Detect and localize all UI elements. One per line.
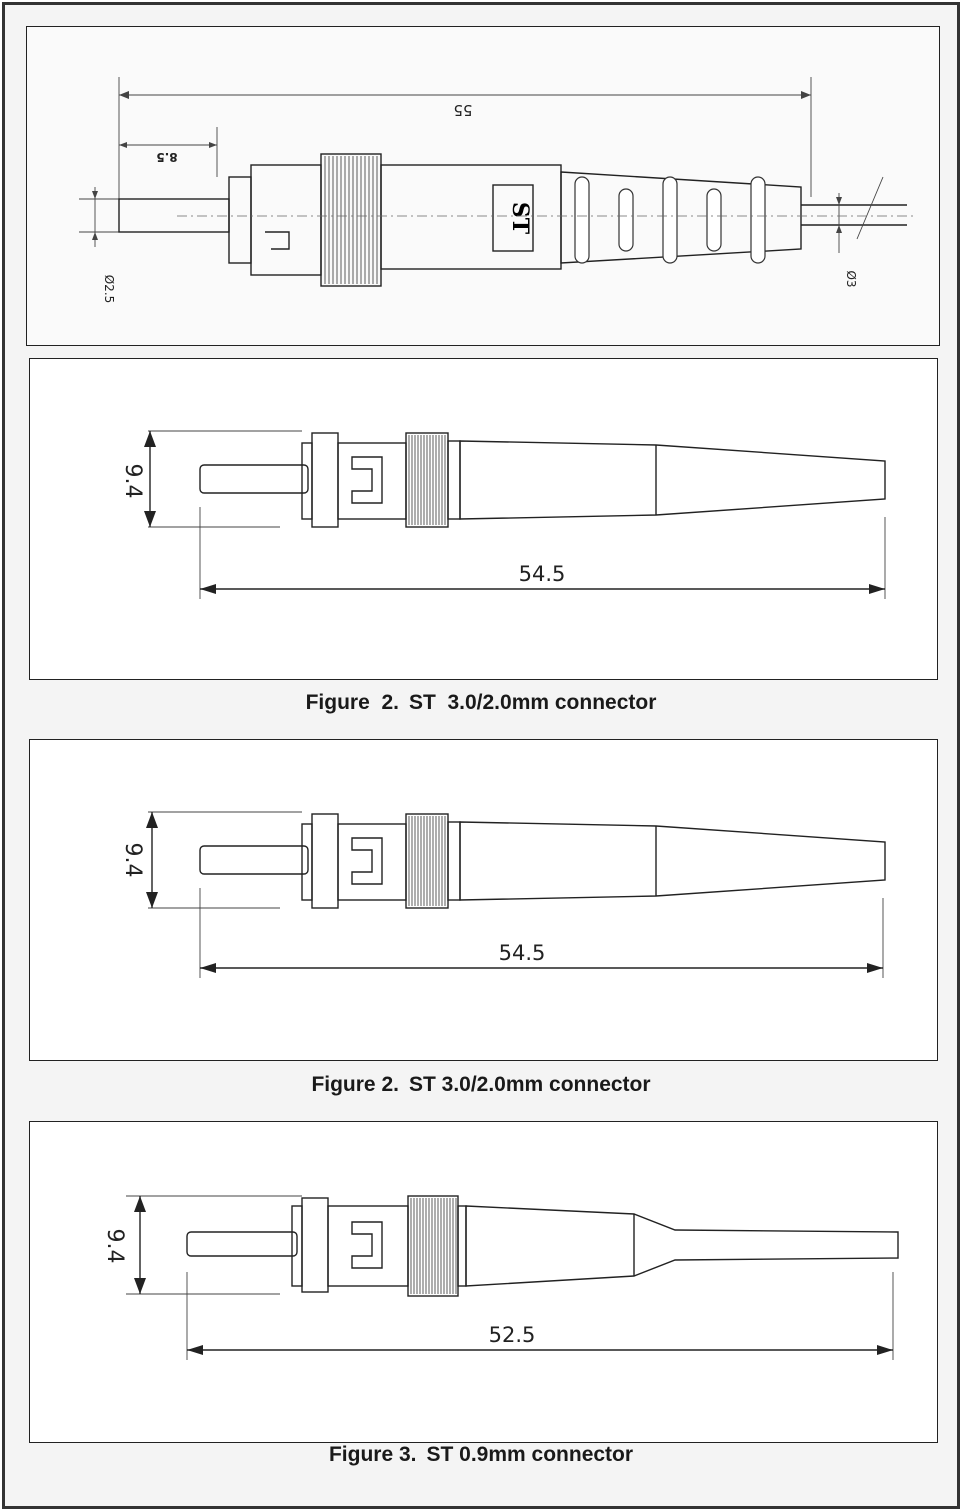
- figure2a-caption-figure: Figure 2.: [305, 691, 399, 714]
- figure1-body-label: ST: [507, 202, 533, 235]
- figure2a-caption-text: ST 3.0/2.0mm connector: [408, 691, 657, 714]
- figure3-connector: [186, 1195, 899, 1297]
- figure3-panel: 9.4 52.5: [29, 1121, 938, 1443]
- figure1-drawing: 55 8.5 Ø2.5 ST Ø3: [79, 77, 917, 304]
- figure2a-panel: 9.4 54.5: [29, 358, 938, 680]
- figure2b-caption: Figure 2. ST 3.0/2.0mm connector: [0, 1073, 962, 1097]
- figure2a-dim-height: 9.4: [120, 464, 145, 499]
- figure3-dim-height: 9.4: [102, 1229, 127, 1264]
- figure1-dim-diameter-left: Ø2.5: [102, 275, 116, 304]
- figure2a-connector: [199, 432, 886, 528]
- figure3-dim-length: 52.5: [489, 1323, 536, 1347]
- figure3-caption: Figure 3. ST 0.9mm connector: [0, 1443, 962, 1467]
- figure2b-dim-length: 54.5: [499, 941, 546, 965]
- figure2a-caption: Figure 2. ST 3.0/2.0mm connector: [0, 691, 962, 715]
- figure3-drawing: 9.4 52.5: [102, 1195, 899, 1360]
- figure3-caption-figure: Figure 3.: [328, 1443, 417, 1466]
- figure2b-caption-figure: Figure 2.: [311, 1073, 399, 1096]
- figure2b-dim-height: 9.4: [120, 843, 145, 878]
- figure1-dim-ferrule: 8.5: [156, 150, 177, 164]
- figure2b-drawing: 9.4 54.5: [120, 811, 886, 978]
- figure2a-dim-length: 54.5: [519, 562, 566, 586]
- figure2a-drawing: 9.4 54.5: [120, 430, 886, 599]
- figure2b-panel: 9.4 54.5: [29, 739, 938, 1061]
- figure3-caption-text: ST 0.9mm connector: [426, 1443, 634, 1466]
- figure1-dim-overall: 55: [453, 101, 472, 119]
- figure1-panel: 55 8.5 Ø2.5 ST Ø3: [26, 26, 940, 346]
- figure2b-caption-text: ST 3.0/2.0mm connector: [408, 1073, 651, 1096]
- figure1-dim-diameter-right: Ø3: [844, 270, 858, 287]
- figure2b-connector: [199, 813, 886, 909]
